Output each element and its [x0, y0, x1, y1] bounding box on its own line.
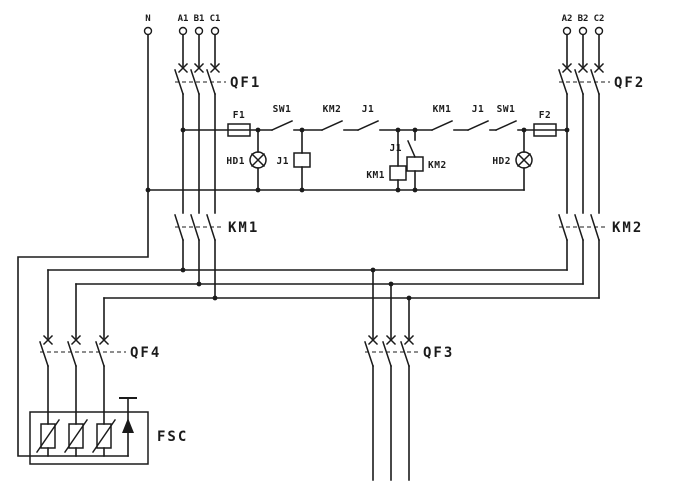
- sw1-right-label: SW1: [497, 104, 516, 115]
- j1-aux-label: J1: [390, 143, 402, 154]
- coil-km2: KM2: [406, 156, 447, 172]
- j1-coil-label: J1: [277, 156, 289, 167]
- breaker-qf3: QF3: [364, 334, 454, 367]
- terminal-a1-label: A1: [178, 14, 189, 24]
- terminal-c2-label: C2: [594, 14, 605, 24]
- terminal-a2: A2: [562, 14, 573, 36]
- varistor-2: [63, 418, 89, 454]
- terminal-b1: B1: [194, 14, 205, 36]
- contact-j1-aux: J1: [390, 140, 416, 158]
- wiring: [17, 34, 600, 481]
- junction-dots: [145, 127, 570, 301]
- contactor-km1: KM1: [174, 214, 259, 241]
- control-circuit: F1 SW1 KM2 J1 KM1 J1 SW1 F2: [226, 104, 557, 181]
- breaker-qf4: QF4: [39, 334, 161, 367]
- contact-sw1-right: SW1: [495, 104, 517, 131]
- contactor-km2: KM2: [558, 214, 643, 241]
- terminal-b2: B2: [578, 14, 589, 36]
- coil-km1: KM1: [366, 165, 407, 181]
- terminal-c2: C2: [594, 14, 605, 36]
- terminal-b2-label: B2: [578, 14, 589, 24]
- f1-label: F1: [233, 110, 245, 121]
- fsc-enclosure: [29, 411, 149, 465]
- lamp-hd2: HD2: [492, 151, 533, 169]
- qf3-label: QF3: [423, 345, 454, 361]
- breaker-qf1: QF1: [174, 62, 261, 95]
- contact-sw1-left: SW1: [271, 104, 293, 131]
- varistor-3: [91, 418, 117, 454]
- km1-contact-label: KM1: [433, 104, 452, 115]
- terminal-c1: C1: [210, 14, 221, 36]
- qf1-label: QF1: [230, 75, 261, 91]
- terminal-a1: A1: [178, 14, 189, 36]
- hd2-label: HD2: [492, 156, 511, 167]
- breaker-qf2: QF2: [558, 62, 645, 95]
- fsc-label: FSC: [157, 429, 188, 445]
- sw1-left-label: SW1: [273, 104, 292, 115]
- j1-right-label: J1: [472, 104, 484, 115]
- coil-j1: J1: [277, 152, 311, 168]
- qf2-label: QF2: [614, 75, 645, 91]
- contact-j1-right: J1: [467, 104, 489, 131]
- f2-label: F2: [539, 110, 551, 121]
- spd-fsc: FSC: [29, 397, 188, 465]
- km2-contact-label: KM2: [323, 104, 342, 115]
- terminal-n-label: N: [145, 14, 150, 24]
- j1-left-label: J1: [362, 104, 374, 115]
- lamp-hd1: HD1: [226, 151, 267, 169]
- fuse-f1: F1: [227, 110, 251, 137]
- contact-km1-nc: KM1: [431, 104, 453, 131]
- varistor-1: [35, 418, 61, 454]
- contact-j1-left: J1: [357, 104, 379, 131]
- terminal-c1-label: C1: [210, 14, 221, 24]
- hd1-label: HD1: [226, 156, 245, 167]
- fuse-f2: F2: [533, 110, 557, 137]
- terminal-b1-label: B1: [194, 14, 205, 24]
- km2-label: KM2: [612, 220, 643, 236]
- contact-km2-nc: KM2: [321, 104, 343, 131]
- terminal-a2-label: A2: [562, 14, 573, 24]
- km2-coil-label: KM2: [428, 160, 447, 171]
- km1-label: KM1: [228, 220, 259, 236]
- km1-coil-label: KM1: [366, 170, 385, 181]
- terminal-n: N: [143, 14, 153, 36]
- qf4-label: QF4: [130, 345, 161, 361]
- spark-gap-arrester: [122, 418, 134, 433]
